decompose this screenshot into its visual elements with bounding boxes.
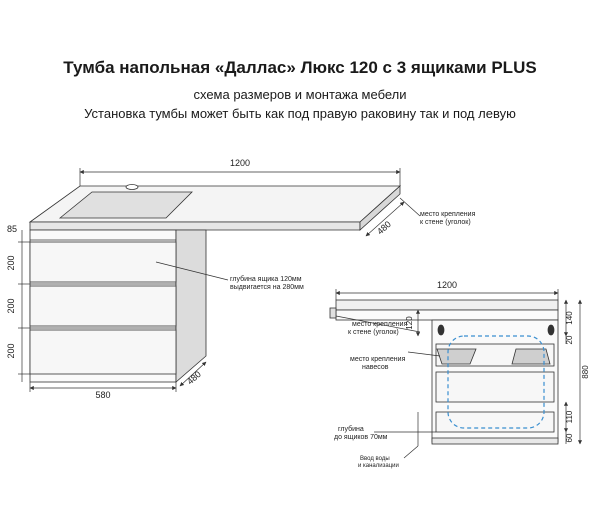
hinge-left: [436, 348, 477, 365]
right-dimensions: [335, 289, 583, 459]
page-title: Тумба напольная «Даллас» Люкс 120 с 3 ящ…: [63, 58, 537, 77]
left-wall-mount-note-2: к стене (уголок): [420, 219, 471, 226]
left-top-depth: 480: [375, 219, 393, 236]
sink-outline: [447, 335, 545, 429]
right-mount-plate: [335, 309, 559, 321]
left-cabinet-view: [28, 184, 402, 383]
right-wall-mount-note-2: к стене (уголок): [348, 329, 399, 336]
right-dim-20: 20: [565, 335, 574, 344]
right-total-height: 880: [581, 365, 590, 379]
page-subtitle: схема размеров и монтажа мебели: [193, 87, 407, 102]
mount-dot-left: [437, 324, 445, 336]
drawer-depth-note-1: глубина ящика 120мм: [230, 275, 302, 283]
depth-note-1: глубина: [338, 425, 364, 433]
left-top-width: 1200: [230, 158, 250, 168]
install-note: Установка тумбы может быть как под праву…: [84, 106, 516, 121]
mount-dot-right: [547, 324, 555, 336]
right-width: 1200: [437, 280, 457, 290]
water-note-1: Ввод воды: [360, 456, 390, 462]
hinge-note-2: навесов: [362, 364, 389, 371]
depth-note-2: до ящиков 70мм: [334, 434, 388, 441]
drawer-height-2: 200: [6, 298, 16, 313]
right-top-gap: 120: [405, 316, 414, 330]
drawer-3: [29, 329, 177, 375]
hinge-note-1: место крепления: [350, 356, 406, 363]
water-note-2: и канализации: [358, 463, 399, 469]
wall-hook: [329, 307, 337, 319]
drawer-height-1: 200: [6, 255, 16, 270]
countertop-front: [29, 221, 361, 231]
left-wall-mount-note-1: место крепления: [420, 211, 476, 218]
hinge-right: [511, 348, 551, 365]
right-countertop: [335, 299, 559, 311]
right-cabinet-view: [329, 299, 559, 445]
left-body-width: 580: [95, 390, 110, 400]
right-dim-110: 110: [565, 410, 574, 423]
right-drawer-bottom: [435, 411, 555, 433]
right-dim-60: 60: [565, 433, 574, 442]
drawer-depth-note-2: выдвигается на 280мм: [230, 284, 304, 291]
right-wall-mount-note-1: место крепления: [352, 321, 408, 328]
right-plinth: [431, 437, 559, 445]
drawer-2: [29, 285, 177, 327]
cabinet-side: [175, 229, 207, 383]
drawer-height-3: 200: [6, 343, 16, 358]
drawer-1: [29, 241, 177, 283]
left-dimensions: [18, 168, 421, 392]
faucet-hole: [125, 184, 139, 190]
left-top-thickness: 85: [7, 224, 17, 234]
right-drawer-mid: [435, 371, 555, 403]
sink-basin: [58, 191, 193, 219]
right-dim-140: 140: [565, 311, 574, 325]
